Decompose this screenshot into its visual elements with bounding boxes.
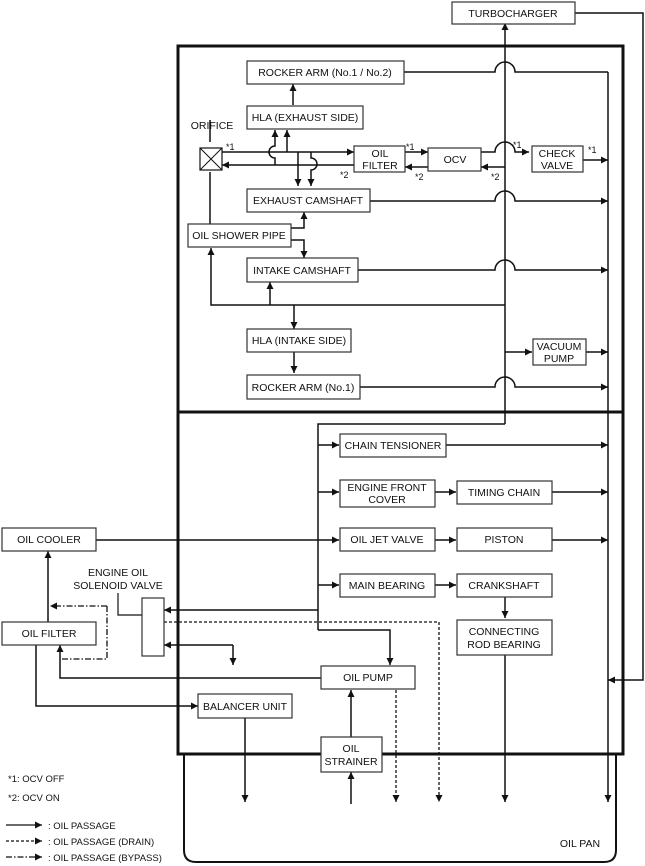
ocv-star2-left: *2 — [415, 172, 424, 182]
engine-front-cover-box: ENGINE FRONT COVER — [339, 479, 436, 508]
intake-camshaft-box: INTAKE CAMSHAFT — [246, 257, 359, 283]
svg-text:CHAIN TENSIONER: CHAIN TENSIONER — [345, 440, 442, 452]
oil-filter-star2: *2 — [340, 170, 349, 180]
note-ocv-off: *1: OCV OFF — [8, 774, 65, 785]
main-bearing-box: MAIN BEARING — [339, 573, 436, 598]
svg-text:OIL PUMP: OIL PUMP — [343, 672, 393, 684]
orifice-label: ORIFICE — [191, 120, 234, 132]
svg-text:ROCKER ARM (No.1): ROCKER ARM (No.1) — [252, 382, 355, 394]
svg-text:EXHAUST CAMSHAFT: EXHAUST CAMSHAFT — [253, 195, 364, 207]
turbocharger-box: TURBOCHARGER — [451, 1, 576, 25]
vacuum-pump-box: VACUUM PUMP — [532, 338, 587, 366]
hla-intake-side-box: HLA (INTAKE SIDE) — [246, 328, 352, 353]
svg-text:TURBOCHARGER: TURBOCHARGER — [468, 8, 558, 20]
legend: : OIL PASSAGE : OIL PASSAGE (DRAIN) : OI… — [6, 821, 162, 864]
legend-oil-passage: : OIL PASSAGE — [48, 821, 116, 832]
oil-filter-upper-box: OIL FILTER — [353, 145, 406, 173]
svg-text:SOLENOID VALVE: SOLENOID VALVE — [73, 580, 162, 592]
balancer-unit-box: BALANCER UNIT — [197, 693, 293, 719]
connecting-rod-bearing-box: CONNECTING ROD BEARING — [456, 619, 553, 656]
legend-oil-passage-bypass: : OIL PASSAGE (BYPASS) — [48, 853, 162, 864]
crankshaft-box: CRANKSHAFT — [456, 573, 553, 598]
svg-text:OCV: OCV — [444, 154, 467, 166]
svg-text:OIL JET VALVE: OIL JET VALVE — [350, 534, 423, 546]
svg-text:OIL FILTER: OIL FILTER — [22, 628, 77, 640]
svg-text:ROD BEARING: ROD BEARING — [467, 639, 541, 651]
svg-text:OIL SHOWER PIPE: OIL SHOWER PIPE — [192, 230, 286, 242]
hla-exhaust-side-box: HLA (EXHAUST SIDE) — [246, 105, 364, 130]
svg-text:PUMP: PUMP — [544, 353, 574, 365]
legend-oil-passage-drain: : OIL PASSAGE (DRAIN) — [48, 837, 154, 848]
rocker-arm-no1-box: ROCKER ARM (No.1) — [246, 374, 361, 400]
svg-text:FILTER: FILTER — [362, 160, 398, 172]
oil-filter-star1: *1 — [406, 142, 415, 152]
turbo-return-line — [575, 12, 644, 684]
svg-text:ENGINE OIL: ENGINE OIL — [88, 567, 148, 579]
oil-pan-label: OIL PAN — [560, 838, 600, 850]
svg-text:HLA (EXHAUST SIDE): HLA (EXHAUST SIDE) — [252, 112, 359, 124]
svg-text:OIL COOLER: OIL COOLER — [17, 534, 81, 546]
svg-text:COVER: COVER — [368, 494, 406, 506]
svg-text:ROCKER ARM (No.1 / No.2): ROCKER ARM (No.1 / No.2) — [258, 67, 392, 79]
oil-cooler-box: OIL COOLER — [1, 527, 97, 552]
oil-pump-box: OIL PUMP — [320, 665, 416, 690]
oil-shower-pipe-box: OIL SHOWER PIPE — [187, 223, 292, 248]
svg-text:CRANKSHAFT: CRANKSHAFT — [468, 580, 540, 592]
note-ocv-on: *2: OCV ON — [8, 793, 60, 804]
oil-jet-valve-box: OIL JET VALVE — [339, 527, 436, 552]
orifice-symbol — [199, 147, 223, 171]
svg-text:PISTON: PISTON — [485, 534, 524, 546]
svg-text:CHECK: CHECK — [539, 148, 576, 160]
engine-oil-solenoid-valve-box — [141, 597, 165, 657]
svg-text:HLA (INTAKE SIDE): HLA (INTAKE SIDE) — [252, 335, 346, 347]
orifice-note: *1 — [226, 142, 235, 152]
oil-strainer-box: OIL STRAINER — [320, 736, 383, 773]
svg-text:BALANCER UNIT: BALANCER UNIT — [203, 701, 288, 713]
rocker-arm-no1-no2-box: ROCKER ARM (No.1 / No.2) — [246, 60, 405, 85]
timing-chain-box: TIMING CHAIN — [456, 480, 553, 505]
svg-text:OIL: OIL — [343, 743, 360, 755]
engine-oil-solenoid-valve-label: ENGINE OIL SOLENOID VALVE — [73, 567, 162, 592]
svg-text:OIL: OIL — [372, 148, 389, 160]
check-valve-star1-out: *1 — [588, 145, 597, 155]
oil-pan-outline — [183, 754, 617, 863]
svg-text:VALVE: VALVE — [541, 160, 573, 172]
exhaust-camshaft-box: EXHAUST CAMSHAFT — [246, 188, 371, 213]
ocv-box: OCV — [427, 147, 482, 172]
check-valve-star1-in: *1 — [513, 140, 522, 150]
chain-tensioner-box: CHAIN TENSIONER — [339, 433, 447, 458]
ocv-star2-right: *2 — [491, 172, 500, 182]
svg-text:MAIN BEARING: MAIN BEARING — [349, 580, 425, 592]
svg-text:INTAKE CAMSHAFT: INTAKE CAMSHAFT — [253, 265, 351, 277]
cylinder-block-frame — [176, 410, 625, 756]
svg-text:CONNECTING: CONNECTING — [469, 626, 540, 638]
svg-text:TIMING CHAIN: TIMING CHAIN — [468, 487, 540, 499]
svg-text:STRAINER: STRAINER — [324, 756, 378, 768]
svg-text:ENGINE FRONT: ENGINE FRONT — [347, 482, 427, 494]
check-valve-box: CHECK VALVE — [531, 145, 584, 173]
oil-filter-lower-box: OIL FILTER — [1, 621, 97, 646]
piston-box: PISTON — [456, 527, 553, 552]
svg-text:VACUUM: VACUUM — [537, 341, 582, 353]
